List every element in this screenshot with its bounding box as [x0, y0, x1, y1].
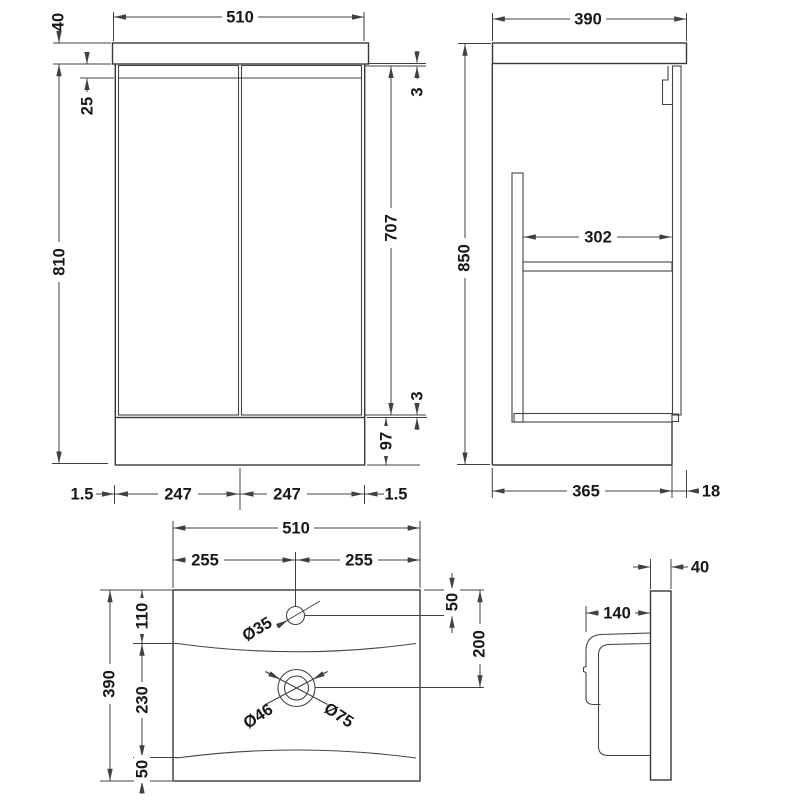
side-dimension-lines: [462, 16, 699, 494]
plan-waste-inner-label: Ø46: [240, 700, 276, 732]
front-door-right: [240, 64, 363, 416]
plan-waste-hole-inner: [283, 675, 310, 701]
plan-waste-offset-label: 200: [471, 630, 489, 658]
front-height-label: 810: [51, 248, 69, 276]
side-internal-partition: [511, 172, 524, 423]
side-base-panel: [513, 412, 673, 423]
front-countertop: [111, 42, 370, 65]
plan-back-rim-label: 50: [134, 760, 152, 778]
front-plinth-label: 97: [378, 432, 396, 450]
front-gap-right-label: 1.5: [385, 486, 408, 504]
front-gap-left-label: 1.5: [71, 486, 94, 504]
front-door-height-label: 707: [383, 214, 401, 242]
front-extension-lines: [52, 12, 427, 510]
plan-width-label: 510: [282, 520, 310, 538]
front-plinth: [114, 416, 366, 466]
side-height-label: 850: [456, 244, 474, 272]
plan-extension-lines: [100, 521, 484, 782]
plan-depth-label: 390: [101, 670, 119, 698]
front-top-gap-label: 3: [409, 87, 427, 96]
side-extension-lines: [457, 13, 687, 498]
basin-plan-view: 510 255 255 390 110 230 50 50 200 Ø35 Ø4: [100, 520, 489, 794]
profile-bowl-inner: [597, 642, 651, 757]
side-door: [671, 65, 682, 416]
front-door-right-label: 247: [273, 486, 301, 504]
side-door-handle-profile: [661, 66, 673, 106]
front-labels: 510 40 25 3 707 810 3 97 1.5 247 247 1.5: [50, 9, 427, 504]
profile-extension-lines: [585, 559, 672, 632]
plan-tap-offset-label: 50: [444, 593, 462, 611]
profile-fascia: [649, 590, 672, 781]
plan-bowl-span-label: 230: [134, 686, 152, 714]
side-internal-depth-label: 302: [584, 229, 612, 247]
front-width-label: 510: [226, 9, 254, 27]
front-door-left-label: 247: [164, 486, 192, 504]
plan-front-rim-label: 110: [134, 603, 152, 630]
plan-basin-outline: [172, 589, 421, 782]
profile-bowl-depth-label: 140: [603, 605, 631, 623]
front-door-left: [117, 64, 240, 416]
front-recess-label: 25: [79, 97, 97, 115]
side-shelf: [522, 261, 673, 272]
basin-profile-view: 40 140: [582, 559, 709, 781]
plan-half-right-label: 255: [345, 552, 373, 570]
plan-front-contour-curve: [176, 642, 417, 653]
plan-half-left-label: 255: [191, 552, 219, 570]
side-door-bottom-return: [671, 413, 680, 423]
side-countertop: [491, 42, 688, 65]
plan-tap-hole-label: Ø35: [239, 614, 275, 645]
front-view: 510 40 25 3 707 810 3 97 1.5 247 247 1.5: [50, 9, 427, 510]
front-bottom-gap-label: 3: [409, 391, 427, 400]
side-door-thickness-label: 18: [702, 483, 720, 501]
plan-back-contour-curve: [176, 749, 417, 759]
side-body-depth-label: 365: [572, 483, 600, 501]
plan-leaders: [265, 552, 484, 705]
profile-labels: 40 140: [599, 559, 709, 623]
profile-bowl-outer: [582, 632, 651, 706]
profile-rim-height-label: 40: [691, 559, 709, 577]
front-counter-thickness-label: 40: [50, 13, 68, 31]
side-view: 390 850 302 365 18: [456, 11, 721, 501]
side-labels: 390 850 302 365 18: [456, 11, 721, 501]
side-depth-label: 390: [574, 11, 602, 29]
